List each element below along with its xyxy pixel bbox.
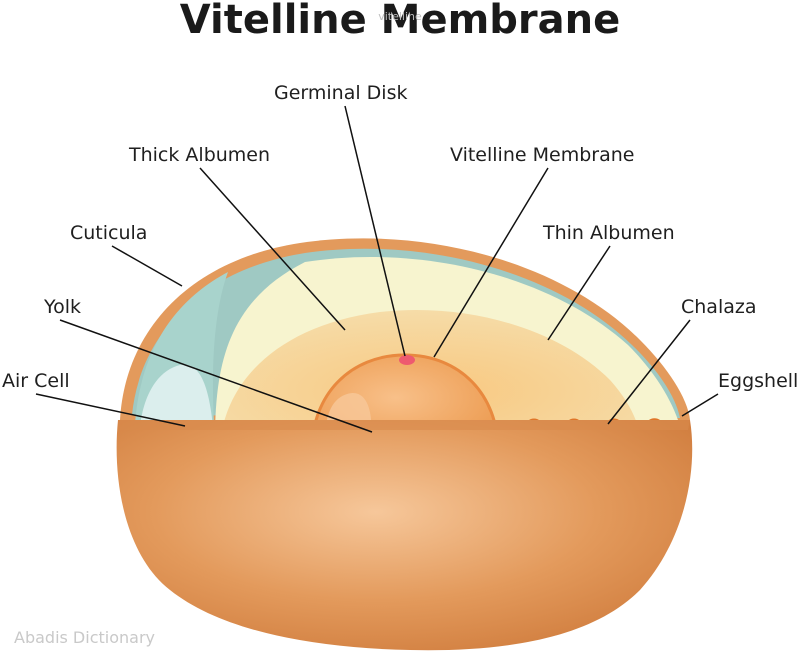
watermark-top: vitelline [378,10,422,23]
watermark-bottom: Abadis Dictionary [14,628,155,647]
leader-yolk [59,319,373,433]
label-thin-albumen: Thin Albumen [543,222,675,244]
label-vitelline-membrane: Vitelline Membrane [450,144,635,166]
eggshell-front [116,420,693,651]
leader-air-cell [35,393,186,427]
label-cuticula: Cuticula [70,222,148,244]
leader-cuticula [111,245,183,287]
label-germinal-disk: Germinal Disk [274,82,408,104]
page-title: Vitelline Membrane [179,0,621,43]
leader-germinal-disk [344,105,406,357]
eggshell-rim-shadow [118,420,690,430]
leader-chalaza [607,319,691,425]
label-thick-albumen: Thick Albumen [129,144,271,166]
leader-thin-albumen [547,245,611,341]
label-chalaza: Chalaza [681,296,757,318]
label-eggshell: Eggshell [718,370,799,392]
leader-vitelline-membrane [433,167,549,358]
leader-eggshell [681,393,719,417]
leader-thick-albumen [199,167,346,331]
label-air-cell: Air Cell [2,370,70,392]
leader-lines [35,105,719,433]
label-yolk: Yolk [44,296,81,318]
germinal-disk-shape [399,355,415,365]
